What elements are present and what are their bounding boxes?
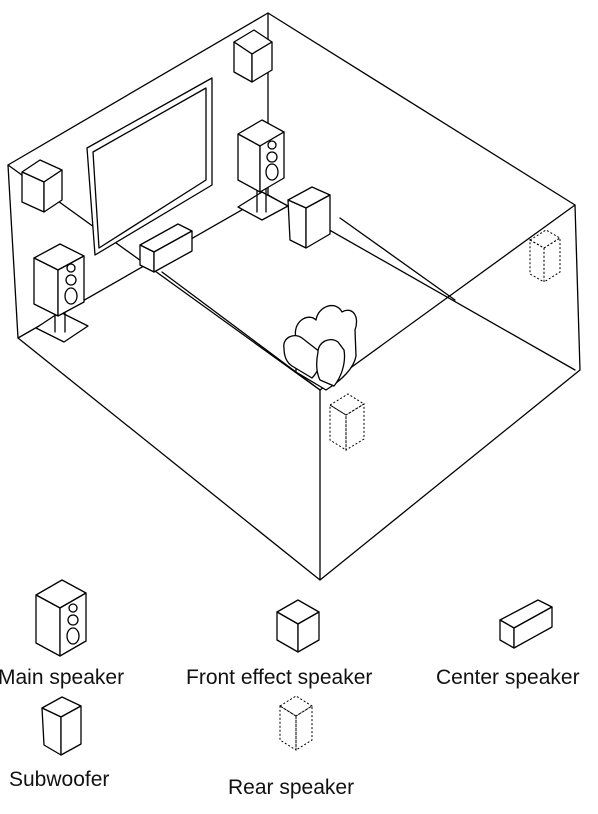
legend-subwoofer-icon [41,696,82,756]
front-effect-speaker-right [233,29,273,83]
screen [86,77,213,256]
legend-label-subwoofer: Subwoofer [9,768,110,791]
rear-speaker-right [529,229,561,283]
legend-front-effect-speaker-icon [276,599,320,653]
main-speaker-left [33,243,89,343]
legend-label-center-speaker: Center speaker [436,666,580,689]
armchair [283,304,358,391]
legend-label-front-effect-speaker: Front effect speaker [186,666,373,689]
legend-main-speaker-icon [35,579,87,657]
subwoofer [287,186,331,249]
front-effect-speaker-left [21,159,63,213]
rear-speaker-left [329,393,365,451]
legend-label-rear-speaker: Rear speaker [228,776,355,799]
room-outline [7,12,581,581]
center-speaker [139,223,193,273]
legend-center-speaker-icon [499,599,553,649]
legend-label-main-speaker: Main speaker [0,666,125,689]
legend-rear-speaker-icon [279,695,313,751]
main-speaker-right [237,119,289,221]
